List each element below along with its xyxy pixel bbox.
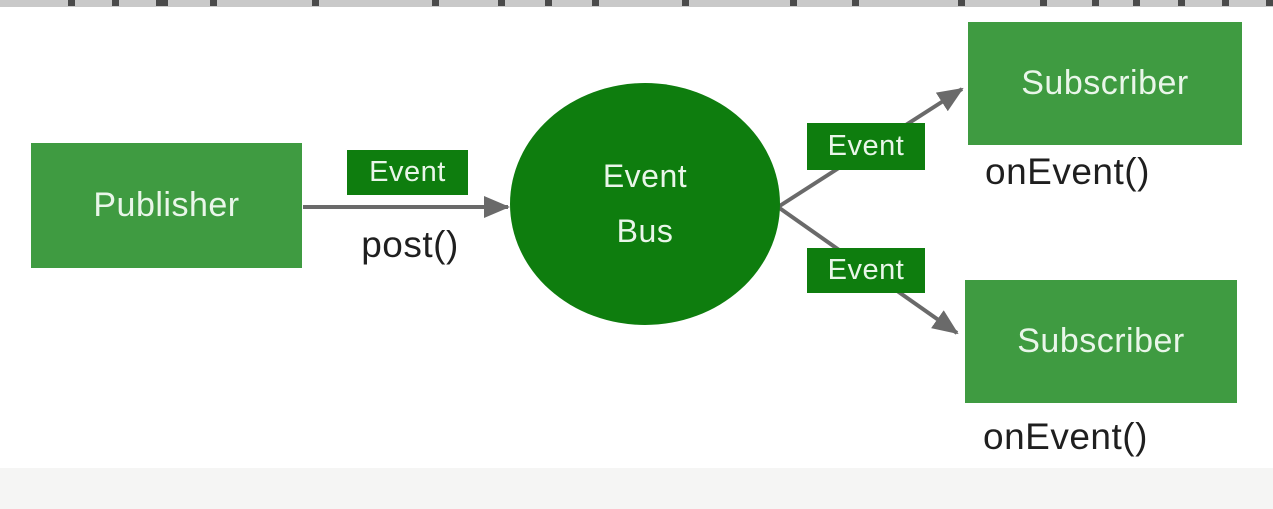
onevent-method-label-2: onEvent() — [983, 416, 1148, 457]
publisher-label: Publisher — [93, 186, 240, 224]
subscriber-label: Subscriber — [1017, 322, 1185, 360]
event-badge-subscriber-2: Event — [807, 248, 925, 293]
text-descender-mark — [112, 0, 119, 6]
event-badge-label: Event — [827, 254, 905, 286]
text-descender-mark — [1266, 0, 1273, 6]
event-badge-label: Event — [369, 156, 446, 188]
publisher-node: Publisher — [31, 143, 302, 268]
subscriber-node-2: Subscriber — [965, 280, 1237, 403]
text-descender-mark — [682, 0, 689, 6]
text-descender-mark — [1222, 0, 1229, 6]
subscriber-node-1: Subscriber — [968, 22, 1242, 145]
text-descender-mark — [958, 0, 965, 6]
text-descender-mark — [210, 0, 217, 6]
event-badge-label: Event — [827, 130, 905, 162]
text-descender-mark — [1040, 0, 1047, 6]
text-descender-mark — [1092, 0, 1099, 6]
text-descender-mark — [68, 0, 75, 6]
text-descender-mark — [1178, 0, 1185, 6]
text-descender-mark — [790, 0, 797, 6]
text-descender-mark — [545, 0, 552, 6]
text-descender-mark — [432, 0, 439, 6]
event-bus-label-line1: Event — [602, 158, 688, 194]
post-method-label: post() — [361, 224, 459, 265]
event-bus-label-line2: Bus — [616, 213, 674, 249]
onevent-method-label-1: onEvent() — [985, 151, 1150, 192]
footer-strip — [0, 468, 1273, 509]
event-badge-subscriber-1: Event — [807, 123, 925, 170]
text-descender-mark — [498, 0, 505, 6]
text-descender-mark — [156, 0, 168, 6]
text-descender-mark — [312, 0, 319, 6]
event-badge-publisher: Event — [347, 150, 468, 195]
text-descender-mark — [852, 0, 859, 6]
text-descender-mark — [592, 0, 599, 6]
event-bus-node: Event Bus — [510, 83, 780, 325]
text-descender-mark — [1133, 0, 1140, 6]
subscriber-label: Subscriber — [1021, 64, 1189, 102]
cropped-text-strip — [0, 0, 1273, 7]
